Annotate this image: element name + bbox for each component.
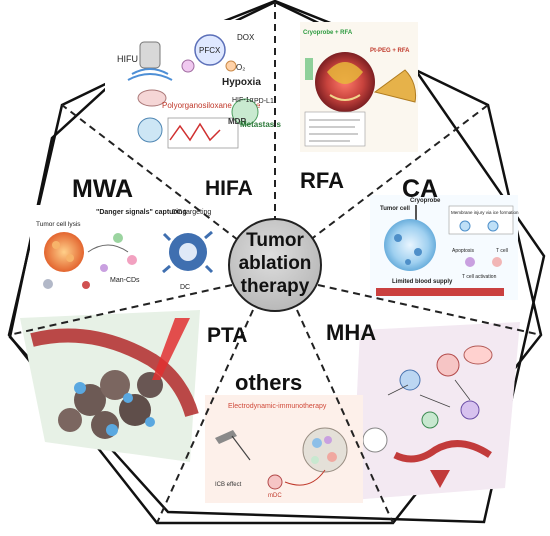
mdc-label: mDC: [268, 493, 282, 499]
hif-globe: [231, 98, 259, 126]
mha-mouse-icon: [362, 427, 388, 453]
label-mwa: MWA: [72, 175, 133, 203]
tcell-label: T cell: [496, 248, 508, 254]
mdr-label: MDR: [228, 117, 246, 126]
center-circle: [228, 218, 322, 312]
dox-label: DOX: [237, 33, 255, 42]
o2-label: O₂: [236, 63, 245, 72]
tumor-cluster: [302, 427, 348, 473]
rfa-title-right: Pt-PEG + RFA: [370, 48, 410, 54]
electrode-icon: [215, 430, 237, 444]
blood-vessel: [376, 288, 504, 296]
hifu-label: HIFU: [117, 54, 138, 64]
icb-effect-label: ICB effect: [215, 482, 242, 488]
heptagon-frame: [7, 0, 543, 525]
mwa-tumor: [44, 232, 84, 272]
electrodynamic-title: Electrodynamic-immunotherapy: [228, 403, 327, 410]
metastasis-label: Metastasis: [240, 120, 281, 129]
mouse-icon: [137, 89, 167, 107]
pta-panel: [20, 310, 200, 462]
mha-vessel: [393, 440, 492, 463]
tumor-lysis-label: Tumor cell lysis: [36, 221, 81, 228]
hif-label: HIF-1α: [232, 97, 254, 104]
center-line-3: therapy: [241, 276, 310, 297]
divider-lines: [8, 2, 542, 524]
label-others: others: [235, 370, 302, 395]
label-mha: MHA: [326, 320, 376, 345]
divider-pta-mwa: [8, 284, 233, 336]
rfa-panel: Cryoprobe + RFA Pt-PEG + RFA: [300, 22, 418, 152]
hypoxia-label: Hypoxia: [222, 77, 261, 88]
rfa-title-left: Cryoprobe + RFA: [303, 30, 353, 36]
divider-others-pta: [156, 309, 254, 524]
hifu-probe-icon: [139, 41, 161, 69]
limited-blood-label: Limited blood supply: [392, 279, 453, 285]
rfa-fan-icon: [373, 69, 417, 103]
divider-mha-others: [296, 309, 394, 524]
dc-label: DC: [180, 284, 190, 291]
mwa-panel: "Danger signals" capturing DC targeting …: [30, 205, 215, 300]
label-ca: CA: [402, 175, 438, 203]
pfcx-label: PFCX: [199, 46, 221, 55]
ca-panel: Tumor cell Cryoprobe Membrane injury via…: [370, 195, 519, 300]
membrane-injury-label: Membrane injury via ice formation: [451, 210, 519, 215]
silica-particle: [137, 117, 163, 143]
label-pta: PTA: [207, 324, 247, 347]
polyorganosiloxane-label: Polyorganosiloxane surface: [162, 101, 261, 110]
man-cds-label: Man-CDs: [110, 277, 140, 284]
pdl1-label: PD-L1: [254, 98, 274, 105]
divider-mwa-hifa: [61, 104, 239, 241]
pta-vessel: [30, 328, 199, 418]
dc-targeting-label: DC targeting: [172, 209, 211, 216]
cryoprobe-label: Cryoprobe: [410, 198, 441, 204]
divider-rfa-ca: [309, 104, 489, 241]
frozen-tumor: [384, 219, 436, 271]
others-panel: Electrodynamic-immunotherapy ICB effect …: [205, 395, 363, 503]
tcell-activation-label: T cell activation: [462, 274, 497, 280]
tumor-cell-label: Tumor cell: [380, 206, 410, 212]
danger-signals-label: "Danger signals" capturing: [96, 209, 187, 216]
pfcx-particle: [194, 34, 226, 66]
center-line-1: Tumor: [246, 230, 304, 251]
hifa-panel: HIFU PFCX DOX O₂ Hypoxia Polyorganosilox…: [105, 20, 281, 160]
label-hifa: HIFA: [205, 177, 253, 200]
laser-beam: [152, 318, 190, 380]
divider-ca-mha: [317, 284, 542, 336]
center-line-2: ablation: [239, 253, 312, 274]
apoptosis-label: Apoptosis: [452, 248, 474, 254]
mha-panel: [352, 322, 520, 500]
label-rfa: RFA: [300, 168, 344, 193]
